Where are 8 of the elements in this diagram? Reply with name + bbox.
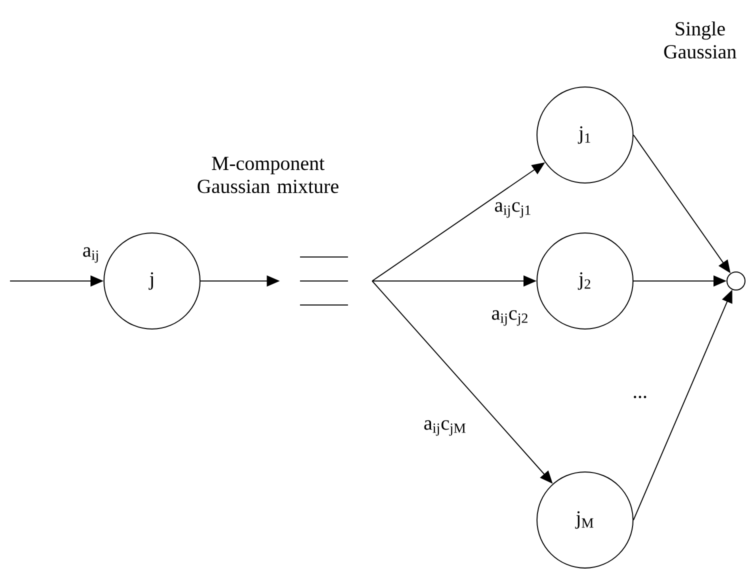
edge-label: a$_{ij}$c$_{j2}$ [490,309,530,327]
edge-label: a$_{ij}$c$_{jM}$ [422,419,468,437]
node-heading: M-component Gaussian mixture [198,156,338,194]
output-circle [726,272,746,290]
edge-label: a$_{ij}$ [81,246,101,264]
ellipsis: ... [634,396,646,398]
edge-label: a$_{ij}$c$_{j1}$ [493,201,533,219]
column-heading: Single Gaussian [664,21,736,59]
